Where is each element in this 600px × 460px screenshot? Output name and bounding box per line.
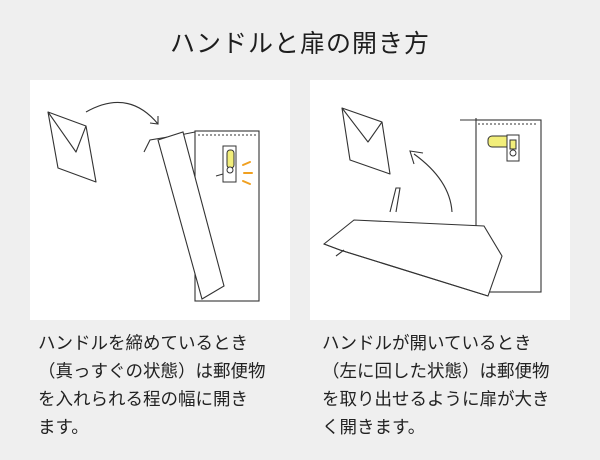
caption-line: を入れられる程の幅に開き <box>38 390 248 410</box>
caption-line: く開きます。 <box>322 418 426 438</box>
diagram-panel-open <box>310 80 570 320</box>
envelope-icon <box>341 107 391 175</box>
motion-lines-icon <box>242 161 253 185</box>
diagram-panel-closed <box>30 80 290 320</box>
envelope-icon <box>47 111 97 183</box>
caption-line: を取り出せるように扉が大き <box>322 390 550 410</box>
door-handle-open <box>487 134 520 162</box>
mailbox-door <box>157 131 225 300</box>
open-state-illustration <box>322 107 542 297</box>
insert-arrow-icon <box>85 101 159 125</box>
caption-line: （真っすぐの状態）は郵便物 <box>38 362 266 382</box>
caption-line: ます。 <box>38 418 89 438</box>
caption-line: （左に回した状態）は郵便物 <box>322 362 550 382</box>
door-handle-closed <box>215 145 237 183</box>
mailbox-door-open <box>322 187 503 297</box>
page-title: ハンドルと扉の開き方 <box>169 29 430 58</box>
caption-open: ハンドルが開いているとき （左に回した状態）は郵便物 を取り出せるように扉が大き… <box>322 330 577 442</box>
remove-arrow-icon <box>409 150 453 213</box>
caption-line: ハンドルが開いているとき <box>322 334 532 354</box>
caption-closed: ハンドルを締めているとき （真っすぐの状態）は郵便物 を入れられる程の幅に開き … <box>38 330 293 442</box>
closed-state-illustration <box>47 101 260 302</box>
caption-line: ハンドルを締めているとき <box>38 334 248 354</box>
